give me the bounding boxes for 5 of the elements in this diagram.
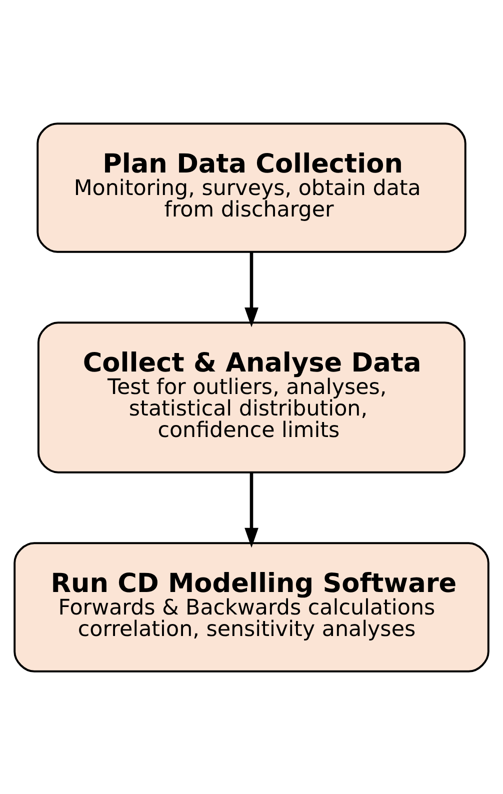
node-box: Collect & Analyse Data Test for outliers, analyses, statistical distribution, confidence limits — [37, 321, 466, 473]
node-box: Run CD Modelling Software Forwards & Backwards calculations correlation, sensitivity analyses — [14, 542, 490, 672]
arrow — [244, 472, 258, 548]
node-box: Plan Data Collection Monitoring, surveys, obtain data from discharger — [36, 122, 466, 252]
arrow — [244, 252, 258, 327]
